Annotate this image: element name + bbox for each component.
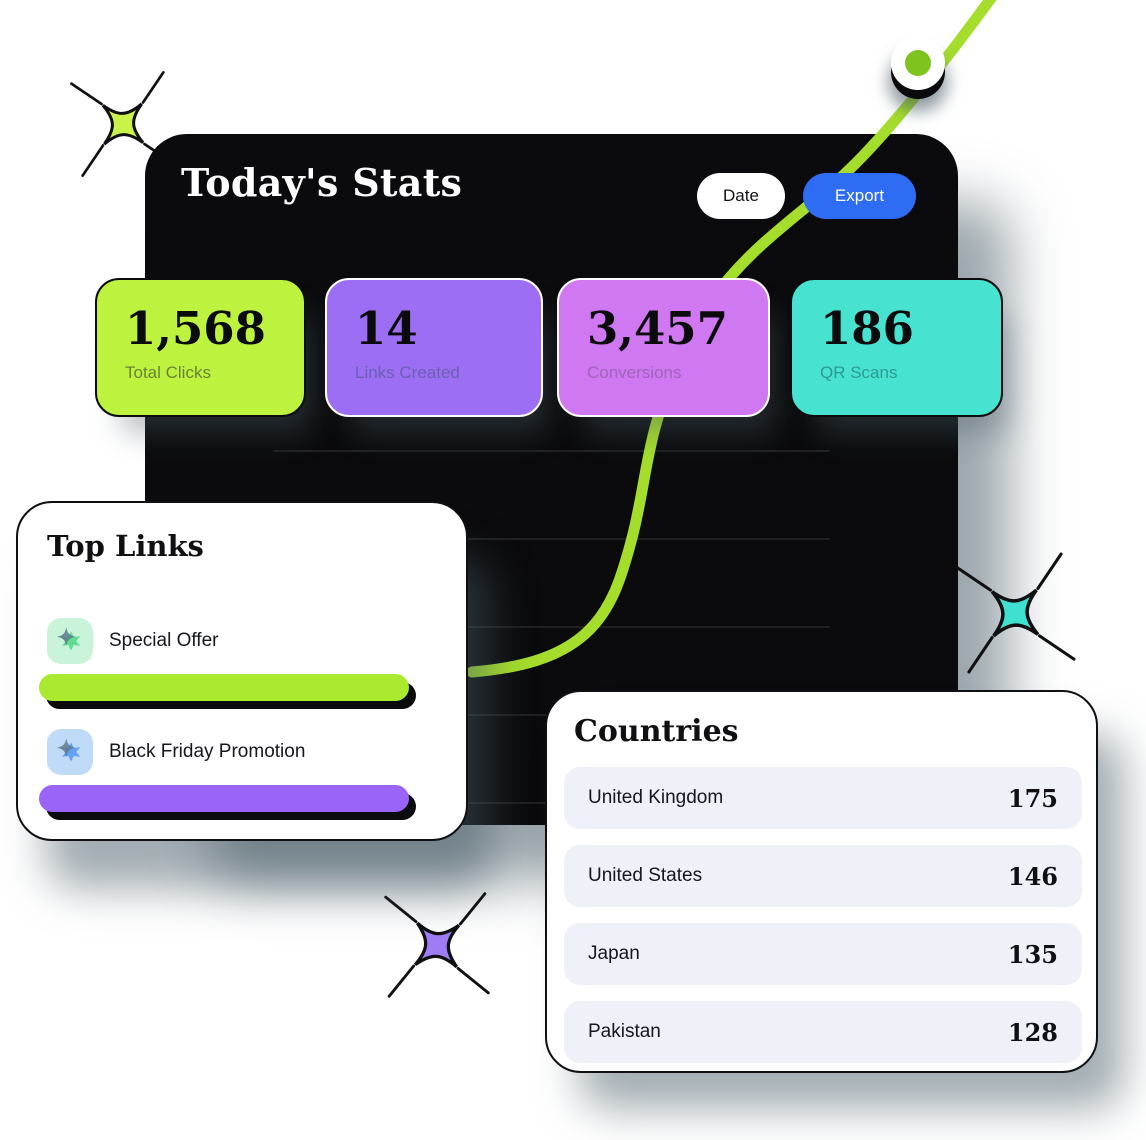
- progress-bar-black-friday: [39, 785, 409, 812]
- country-row: Pakistan 128: [564, 1001, 1082, 1063]
- stat-value: 186: [820, 302, 914, 355]
- countries-card: Countries United Kingdom 175 United Stat…: [545, 690, 1098, 1073]
- stat-value: 3,457: [587, 302, 728, 355]
- link-label: Special Offer: [109, 630, 219, 651]
- stat-value: 14: [355, 302, 418, 355]
- sparkle-teal-icon: [954, 552, 1076, 674]
- countries-title: Countries: [574, 714, 739, 749]
- stat-card-links-created: 14 Links Created: [325, 278, 543, 417]
- date-button[interactable]: Date: [697, 173, 785, 219]
- stat-card-qr-scans: 186 QR Scans: [790, 278, 1003, 417]
- link-sparkle-icon: [47, 618, 93, 664]
- country-row: United Kingdom 175: [564, 767, 1082, 829]
- country-name: United States: [588, 865, 703, 886]
- line-marker: [891, 36, 945, 99]
- sparkle-green-icon: [70, 71, 176, 177]
- progress-bar-special-offer: [39, 674, 409, 701]
- country-row: United States 146: [564, 845, 1082, 907]
- top-links-card: Top Links Special Offer Black Friday Pro…: [16, 501, 468, 841]
- stat-card-total-clicks: 1,568 Total Clicks: [95, 278, 306, 417]
- export-button-label: Export: [834, 186, 885, 205]
- country-value: 135: [1007, 939, 1058, 969]
- country-name: United Kingdom: [588, 787, 724, 808]
- sparkle-purple-icon: [384, 892, 490, 998]
- export-button[interactable]: Export: [803, 173, 916, 219]
- stat-label: QR Scans: [820, 362, 898, 382]
- stat-value: 1,568: [125, 302, 266, 355]
- stat-label: Total Clicks: [125, 362, 211, 382]
- country-name: Pakistan: [588, 1021, 661, 1042]
- country-name: Japan: [588, 943, 640, 964]
- country-value: 146: [1007, 861, 1058, 891]
- top-links-title: Top Links: [47, 529, 204, 563]
- link-item-black-friday[interactable]: Black Friday Promotion: [47, 729, 305, 775]
- countries-list: United Kingdom 175 United States 146 Jap…: [564, 767, 1082, 1079]
- date-button-label: Date: [723, 186, 759, 205]
- link-label: Black Friday Promotion: [109, 741, 306, 762]
- country-row: Japan 135: [564, 923, 1082, 985]
- marker-dot-icon: [905, 50, 931, 76]
- country-value: 175: [1007, 783, 1058, 813]
- gridline: [273, 450, 830, 452]
- marker-circle: [891, 36, 945, 90]
- stat-card-conversions: 3,457 Conversions: [557, 278, 770, 417]
- stat-label: Links Created: [355, 362, 460, 382]
- country-value: 128: [1007, 1017, 1058, 1047]
- link-item-special-offer[interactable]: Special Offer: [47, 618, 218, 664]
- link-sparkle-icon: [47, 729, 93, 775]
- stat-label: Conversions: [587, 362, 682, 382]
- panel-title: Today's Stats: [181, 160, 463, 205]
